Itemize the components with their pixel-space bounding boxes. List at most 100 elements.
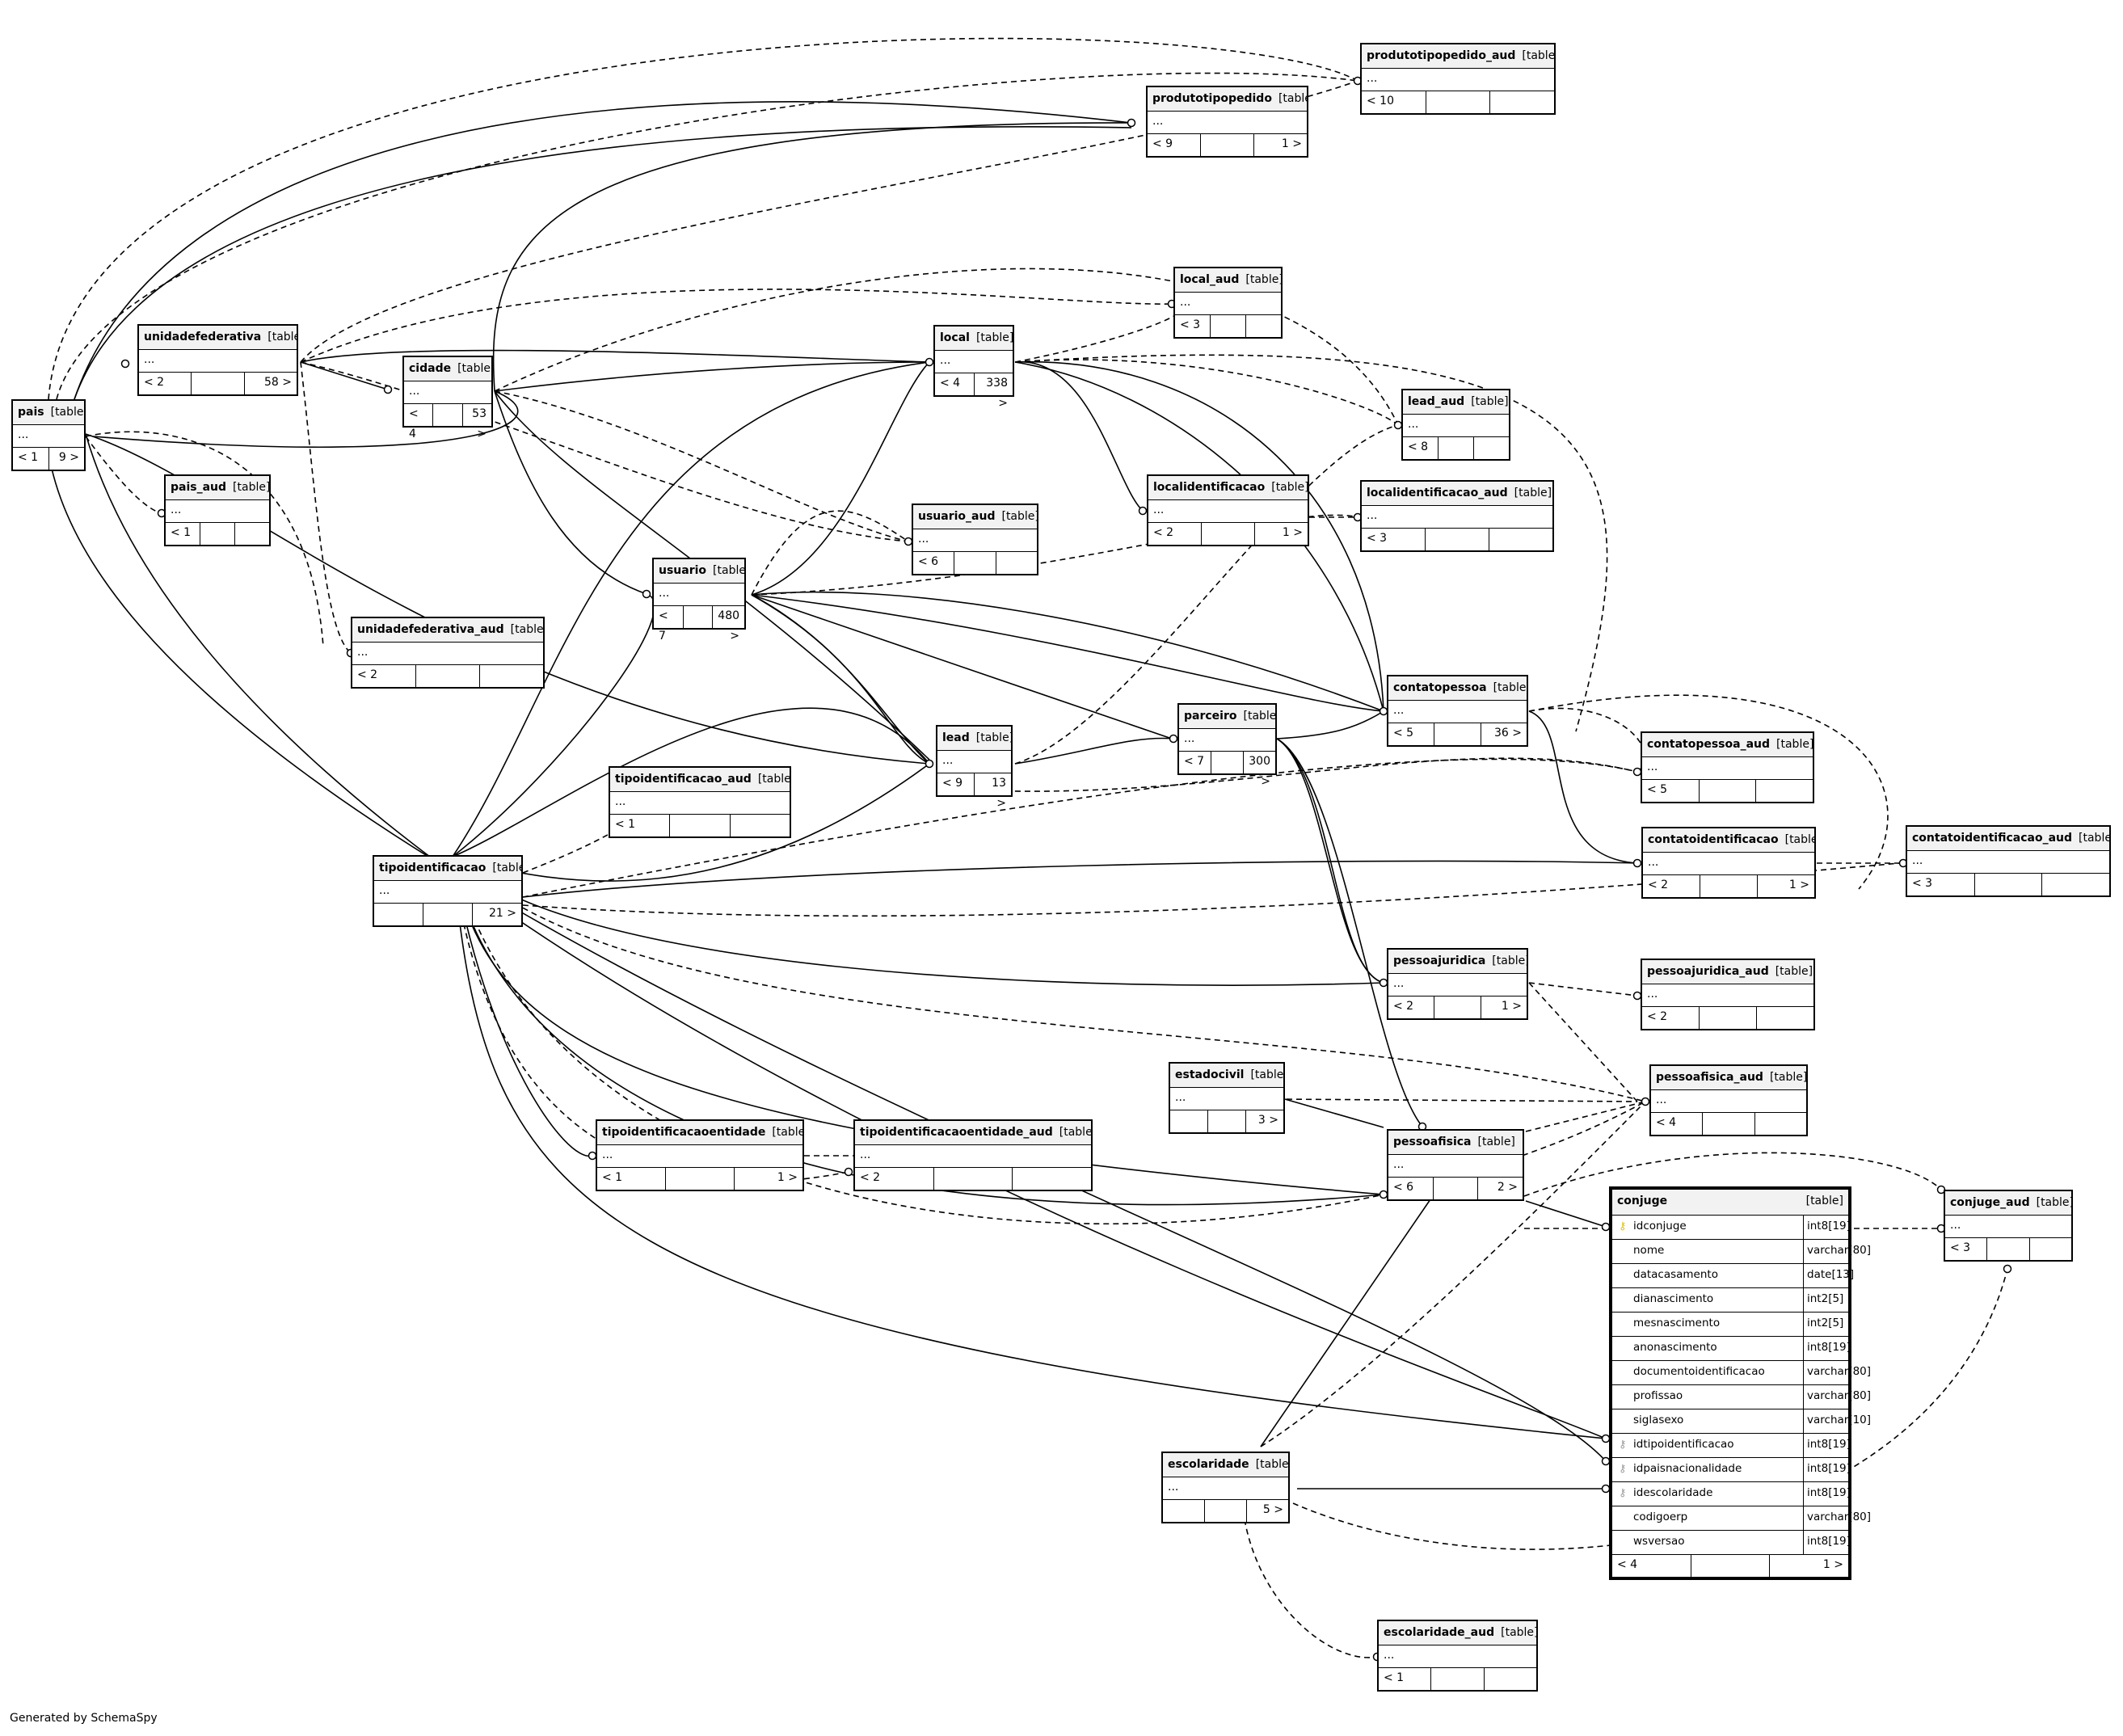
parent-count[interactable]: < 3 (1180, 318, 1201, 331)
table-produtotipopedido[interactable]: produtotipopedido[table]...< 91 > (1146, 86, 1308, 158)
parent-count[interactable]: < 2 (860, 1171, 881, 1184)
row-count[interactable]: 9 > (48, 448, 85, 470)
table-localidentificacao-aud[interactable]: localidentificacao_aud[table]...< 3 (1360, 480, 1554, 552)
parent-count[interactable]: < 1 (602, 1171, 623, 1184)
table-unidadefederativa[interactable]: unidadefederativa[table]...< 258 > (137, 324, 298, 396)
row-count[interactable]: 21 > (472, 904, 521, 925)
table-local-aud[interactable]: local_aud[table]...< 3 (1173, 267, 1283, 339)
table-tipoidentificacaoentidade[interactable]: tipoidentificacaoentidade[table]...< 11 … (596, 1119, 804, 1191)
parent-count[interactable]: < 6 (1393, 1181, 1414, 1194)
table-name[interactable]: contatoidentificacao_aud (1912, 832, 2073, 845)
parent-count[interactable]: < 1 (615, 818, 636, 831)
row-count[interactable]: 338 > (973, 373, 1013, 410)
parent-count[interactable]: < 5 (1647, 783, 1668, 796)
parent-count[interactable]: < 2 (357, 668, 378, 681)
parent-count[interactable]: < 1 (18, 451, 39, 464)
table-pessoajuridica-aud[interactable]: pessoajuridica_aud[table]...< 2 (1641, 959, 1815, 1030)
table-name[interactable]: produtotipopedido (1152, 92, 1272, 105)
parent-count[interactable]: < 1 (1384, 1671, 1405, 1684)
parent-count[interactable]: < 3 (1912, 877, 1933, 890)
table-name[interactable]: pessoajuridica (1393, 954, 1486, 967)
table-produtotipopedido-aud[interactable]: produtotipopedido_aud[table]...< 10 (1360, 43, 1556, 115)
parent-count[interactable]: < 1 (171, 526, 192, 539)
table-tipoidentificacao-aud[interactable]: tipoidentificacao_aud[table]...< 1 (609, 766, 791, 838)
parent-count[interactable]: < 7 (1184, 755, 1205, 768)
table-contatoidentificacao-aud[interactable]: contatoidentificacao_aud[table]...< 3 (1906, 825, 2111, 897)
table-name[interactable]: pais_aud (171, 481, 227, 494)
table-tipoidentificacaoentidade-aud[interactable]: tipoidentificacaoentidade_aud[table]...<… (853, 1119, 1093, 1191)
table-name[interactable]: estadocivil (1175, 1068, 1245, 1081)
parent-count[interactable]: < 4 (940, 377, 961, 390)
table-estadocivil[interactable]: estadocivil[table]...3 > (1169, 1062, 1285, 1134)
table-name[interactable]: contatopessoa (1393, 681, 1487, 694)
table-name[interactable]: lead_aud (1408, 395, 1465, 408)
parent-count[interactable]: < 3 (1367, 532, 1388, 545)
row-count[interactable]: 58 > (243, 373, 297, 394)
row-count[interactable]: 1 > (1480, 997, 1527, 1018)
parent-count[interactable]: < 5 (1393, 727, 1414, 739)
parent-count[interactable]: < 4 (1656, 1116, 1677, 1129)
table-name[interactable]: tipoidentificacaoentidade (602, 1126, 766, 1139)
table-pais[interactable]: pais[table]...< 19 > (11, 399, 86, 471)
parent-count[interactable]: < 8 (1408, 440, 1429, 453)
row-count[interactable]: 1 > (1254, 523, 1308, 545)
row-count[interactable]: 3 > (1245, 1110, 1283, 1132)
table-contatopessoa[interactable]: contatopessoa[table]...< 536 > (1387, 675, 1528, 747)
table-name[interactable]: local (940, 331, 970, 344)
parent-count[interactable]: < 2 (1153, 526, 1174, 539)
table-name[interactable]: usuario_aud (918, 510, 996, 523)
row-count[interactable]: 1 > (1757, 875, 1814, 897)
table-name[interactable]: pais (18, 406, 44, 419)
table-name[interactable]: unidadefederativa (144, 331, 262, 343)
table-pais-aud[interactable]: pais_aud[table]...< 1 (164, 474, 271, 546)
table-name[interactable]: contatopessoa_aud (1647, 738, 1771, 751)
table-name[interactable]: usuario (659, 564, 707, 577)
parent-count[interactable]: < 9 (1152, 137, 1173, 150)
table-tipoidentificacao[interactable]: tipoidentificacao[table]...21 > (373, 855, 523, 927)
row-count[interactable]: 1 > (734, 1168, 802, 1190)
row-count[interactable]: 1 > (1769, 1555, 1848, 1577)
parent-count[interactable]: < 10 (1367, 95, 1394, 107)
table-name[interactable]: parceiro (1184, 710, 1237, 723)
table-name[interactable]: produtotipopedido_aud (1367, 49, 1516, 62)
table-escolaridade-aud[interactable]: escolaridade_aud[table]...< 1 (1377, 1620, 1538, 1692)
table-name[interactable]: localidentificacao_aud (1367, 487, 1508, 499)
table-name[interactable]: cidade (409, 362, 452, 375)
table-name[interactable]: pessoajuridica_aud (1647, 965, 1769, 978)
table-escolaridade[interactable]: escolaridade[table]...5 > (1161, 1452, 1290, 1523)
table-contatoidentificacao[interactable]: contatoidentificacao[table]...< 21 > (1641, 827, 1816, 899)
parent-count[interactable]: < 2 (1393, 1000, 1414, 1013)
table-name[interactable]: tipoidentificacao_aud (615, 773, 752, 786)
parent-count[interactable]: < 2 (1648, 879, 1669, 891)
table-name[interactable]: escolaridade (1168, 1458, 1249, 1471)
table-name[interactable]: conjuge (1617, 1195, 1668, 1207)
table-lead-aud[interactable]: lead_aud[table]...< 8 (1401, 389, 1510, 461)
row-count[interactable]: 5 > (1246, 1500, 1288, 1522)
parent-count[interactable]: < 2 (144, 376, 165, 389)
row-count[interactable]: 1 > (1253, 134, 1307, 156)
table-name[interactable]: tipoidentificacaoentidade_aud (860, 1126, 1053, 1139)
table-name[interactable]: contatoidentificacao (1648, 833, 1779, 846)
parent-count[interactable]: < 6 (918, 555, 939, 568)
parent-count[interactable]: < 3 (1950, 1241, 1971, 1254)
table-usuario-aud[interactable]: usuario_aud[table]...< 6 (912, 504, 1038, 575)
table-unidadefederativa-aud[interactable]: unidadefederativa_aud[table]...< 2 (351, 617, 545, 689)
